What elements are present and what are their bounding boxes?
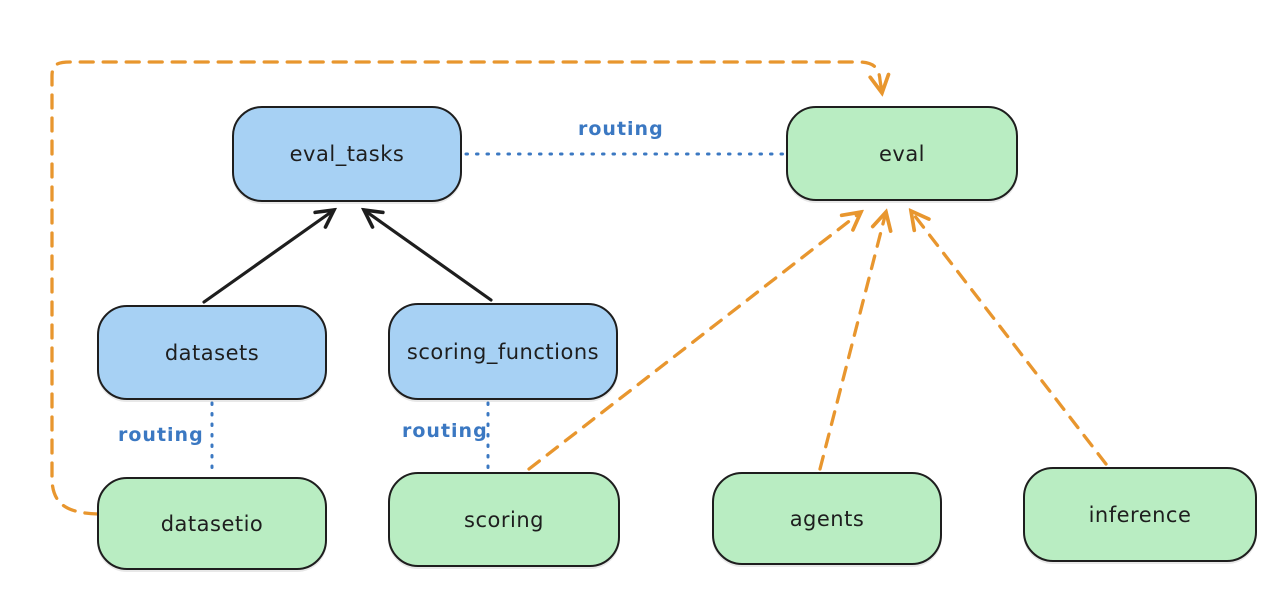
node-agents-label: agents xyxy=(789,506,865,531)
node-inference-label: inference xyxy=(1088,502,1192,527)
node-eval-tasks-label: eval_tasks xyxy=(289,142,405,166)
edge-scoring-to-eval xyxy=(527,212,861,471)
edge-scoring_functions-to-eval_tasks xyxy=(364,210,493,302)
node-scoring-functions: scoring_functions xyxy=(388,303,618,400)
edge-inference-to-eval xyxy=(911,211,1108,466)
node-agents: agents xyxy=(712,472,942,565)
routing-label-datasets-datasetio: routing xyxy=(118,424,204,446)
edge-agents-to-eval xyxy=(818,212,886,471)
node-eval-label: eval xyxy=(878,141,926,166)
node-eval: eval xyxy=(786,106,1018,201)
node-scoring-label: scoring xyxy=(464,507,544,532)
routing-label-eval-tasks-eval: routing xyxy=(578,118,664,140)
edge-datasetio-to-eval xyxy=(50,60,882,516)
node-datasets-label: datasets xyxy=(164,340,260,365)
node-inference: inference xyxy=(1023,467,1257,562)
node-eval-tasks: eval_tasks xyxy=(232,106,462,202)
node-datasetio-label: datasetio xyxy=(160,511,264,536)
node-scoring-functions-label: scoring_functions xyxy=(406,339,600,364)
routing-label-scoring-functions-scoring: routing xyxy=(402,420,488,442)
node-datasetio: datasetio xyxy=(97,477,327,570)
node-scoring: scoring xyxy=(388,472,620,567)
edge-datasets-to-eval_tasks xyxy=(202,210,334,304)
node-datasets: datasets xyxy=(97,305,327,400)
